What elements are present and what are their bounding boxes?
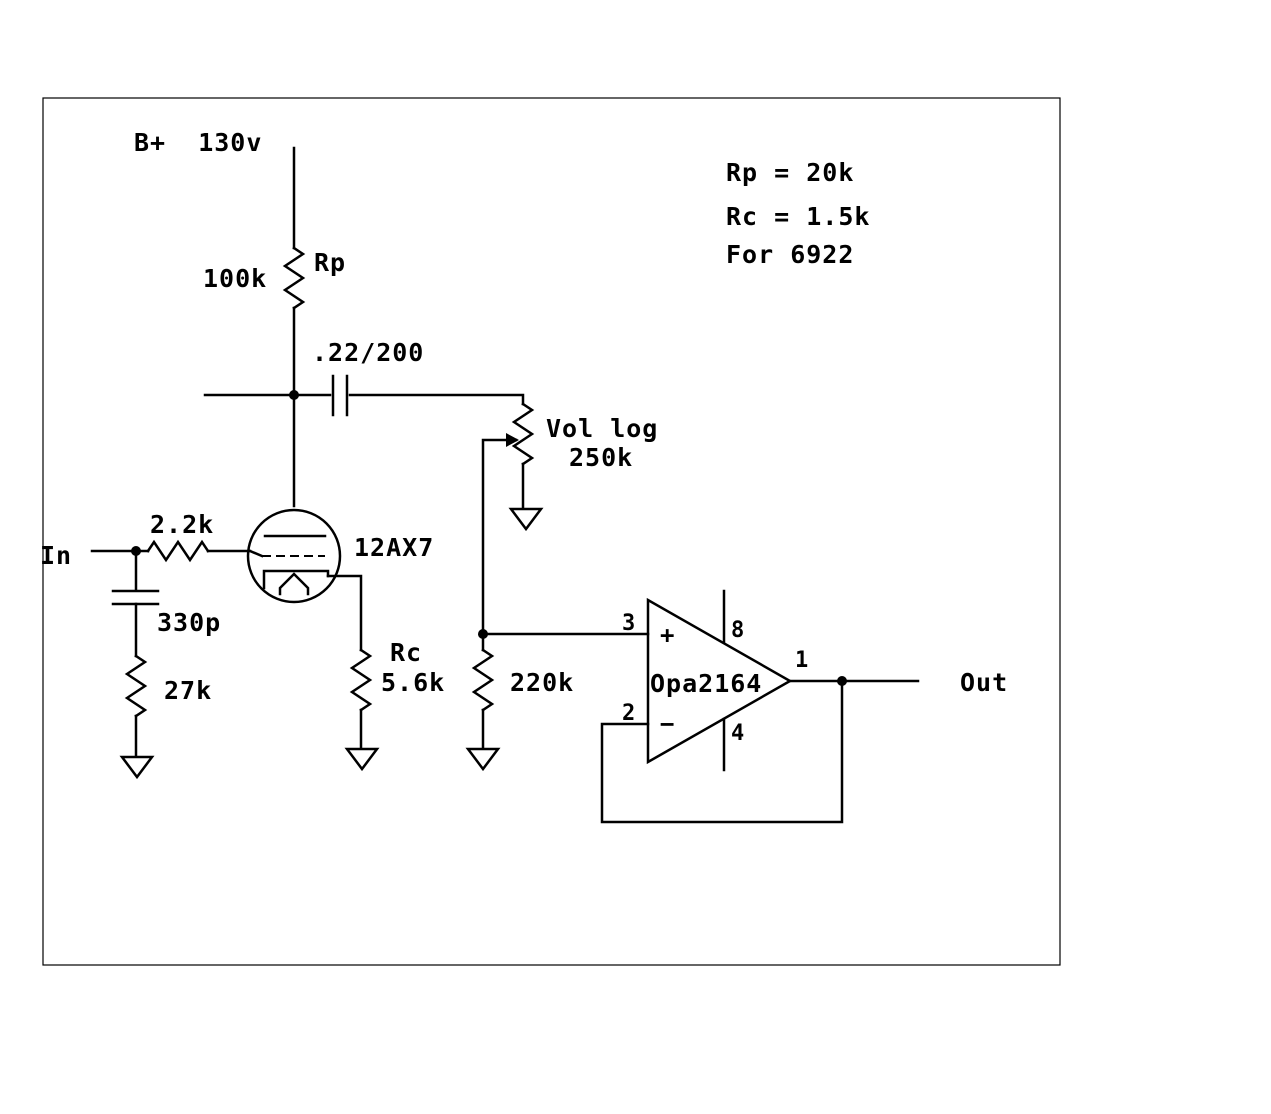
supply-label: B+ 130v bbox=[134, 128, 262, 157]
volume-pot bbox=[511, 402, 535, 510]
opamp-opa2164 bbox=[646, 589, 793, 772]
bias-resistor-value: 220k bbox=[510, 668, 574, 697]
input-cap-value: 330p bbox=[157, 608, 221, 637]
note-rp: Rp = 20k bbox=[726, 158, 854, 187]
bias-ground-icon bbox=[465, 747, 501, 772]
cathode-ground-icon bbox=[344, 747, 380, 772]
cathode-resistor bbox=[349, 648, 373, 750]
plate-resistor-name: Rp bbox=[314, 248, 346, 277]
pot-ground-icon bbox=[508, 507, 544, 532]
plate-resistor bbox=[282, 246, 306, 310]
bias-resistor bbox=[471, 632, 495, 750]
schematic-frame bbox=[42, 97, 1061, 966]
output-label: Out bbox=[960, 668, 1008, 697]
opamp-pin-8: 8 bbox=[731, 618, 744, 643]
grid-stopper-resistor bbox=[146, 539, 252, 563]
opamp-name: Opa2164 bbox=[650, 669, 762, 698]
cathode-resistor-value: 5.6k bbox=[381, 668, 445, 697]
opamp-pin-2: 2 bbox=[622, 701, 635, 726]
grid-stopper-value: 2.2k bbox=[150, 510, 214, 539]
input-label: In bbox=[40, 541, 72, 570]
volume-pot-name: Vol log bbox=[546, 414, 658, 443]
tube-name: 12AX7 bbox=[354, 533, 434, 562]
volume-pot-value: 250k bbox=[569, 443, 633, 472]
note-tube: For 6922 bbox=[726, 240, 854, 269]
coupling-capacitor bbox=[331, 374, 349, 417]
input-ground-icon bbox=[119, 755, 155, 780]
input-capacitor bbox=[111, 589, 160, 606]
opamp-pin-1: 1 bbox=[795, 648, 808, 673]
note-rc: Rc = 1.5k bbox=[726, 202, 870, 231]
opamp-plus-sign: + bbox=[660, 621, 674, 649]
opamp-pin-4: 4 bbox=[731, 721, 744, 746]
opamp-minus-sign: − bbox=[660, 710, 674, 738]
opamp-pin-3: 3 bbox=[622, 611, 635, 636]
input-resistor bbox=[124, 654, 148, 758]
feedback-wire bbox=[600, 679, 844, 824]
cathode-wire bbox=[326, 574, 363, 652]
cap-to-pot-wire bbox=[348, 393, 525, 406]
tube-12ax7 bbox=[246, 508, 342, 604]
coupling-cap-value: .22/200 bbox=[312, 338, 424, 367]
output-node-dot bbox=[837, 676, 847, 686]
cathode-resistor-name: Rc bbox=[390, 638, 422, 667]
input-resistor-value: 27k bbox=[164, 676, 212, 705]
plate-resistor-value: 100k bbox=[203, 264, 267, 293]
pot-wiper bbox=[481, 433, 519, 636]
